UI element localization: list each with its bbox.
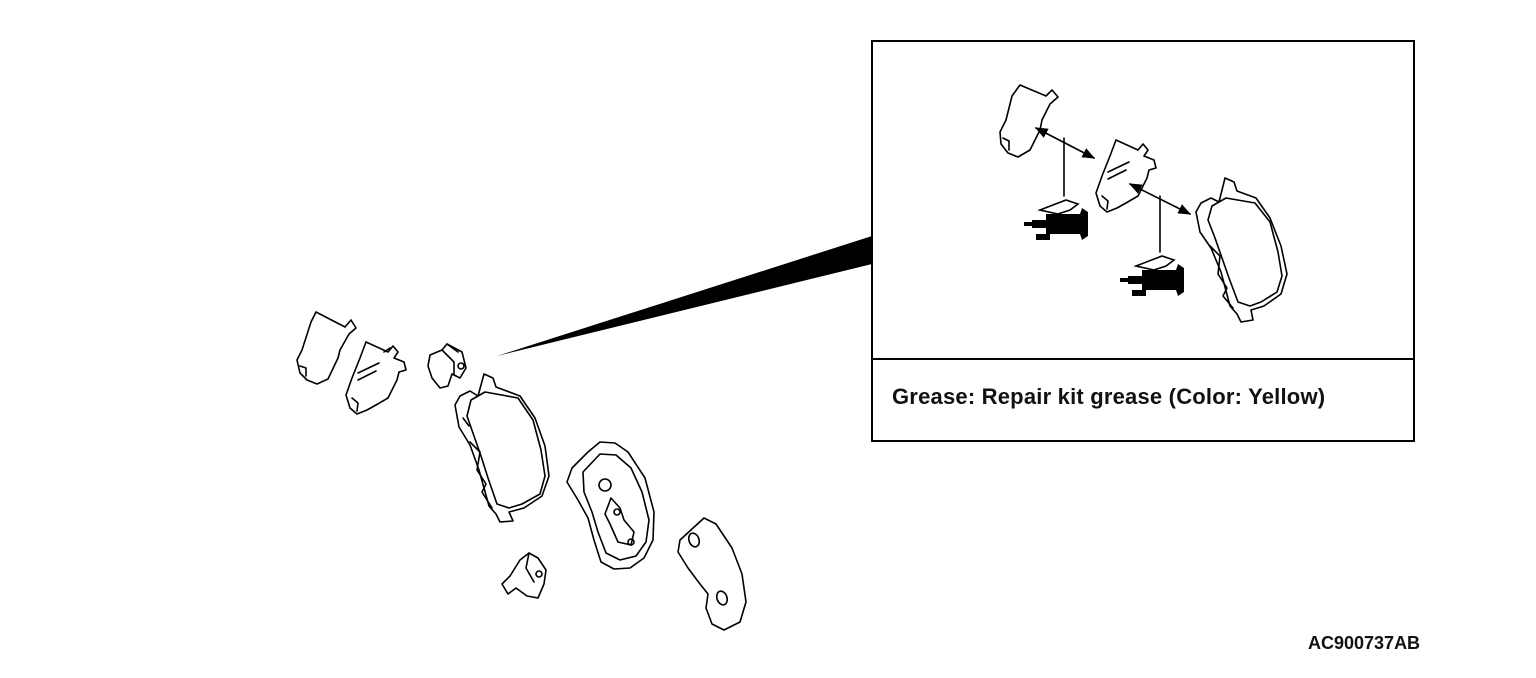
pad-clip-lower-icon	[501, 552, 547, 599]
figure-id: AC900737AB	[1308, 633, 1421, 653]
grease-note: Grease: Repair kit grease (Color: Yellow…	[892, 384, 1326, 409]
outer-shim-icon	[296, 311, 357, 385]
pad-clip-upper-icon	[427, 343, 467, 389]
grease-gun-icon	[1120, 255, 1184, 296]
detail-brake-pad-icon	[1195, 177, 1288, 323]
detail-divider	[873, 358, 1413, 360]
callout-leader	[497, 236, 872, 356]
detail-outer-shim-icon	[999, 84, 1059, 158]
brake-pad-main-icon	[454, 373, 550, 523]
brake-pad-backplate-icon	[566, 441, 655, 570]
inner-shim-icon	[345, 341, 407, 415]
grease-gun-icon	[1024, 199, 1088, 240]
detail-callout-box: Grease: Repair kit grease (Color: Yellow…	[871, 40, 1415, 442]
wear-indicator-plate-icon	[677, 517, 747, 631]
